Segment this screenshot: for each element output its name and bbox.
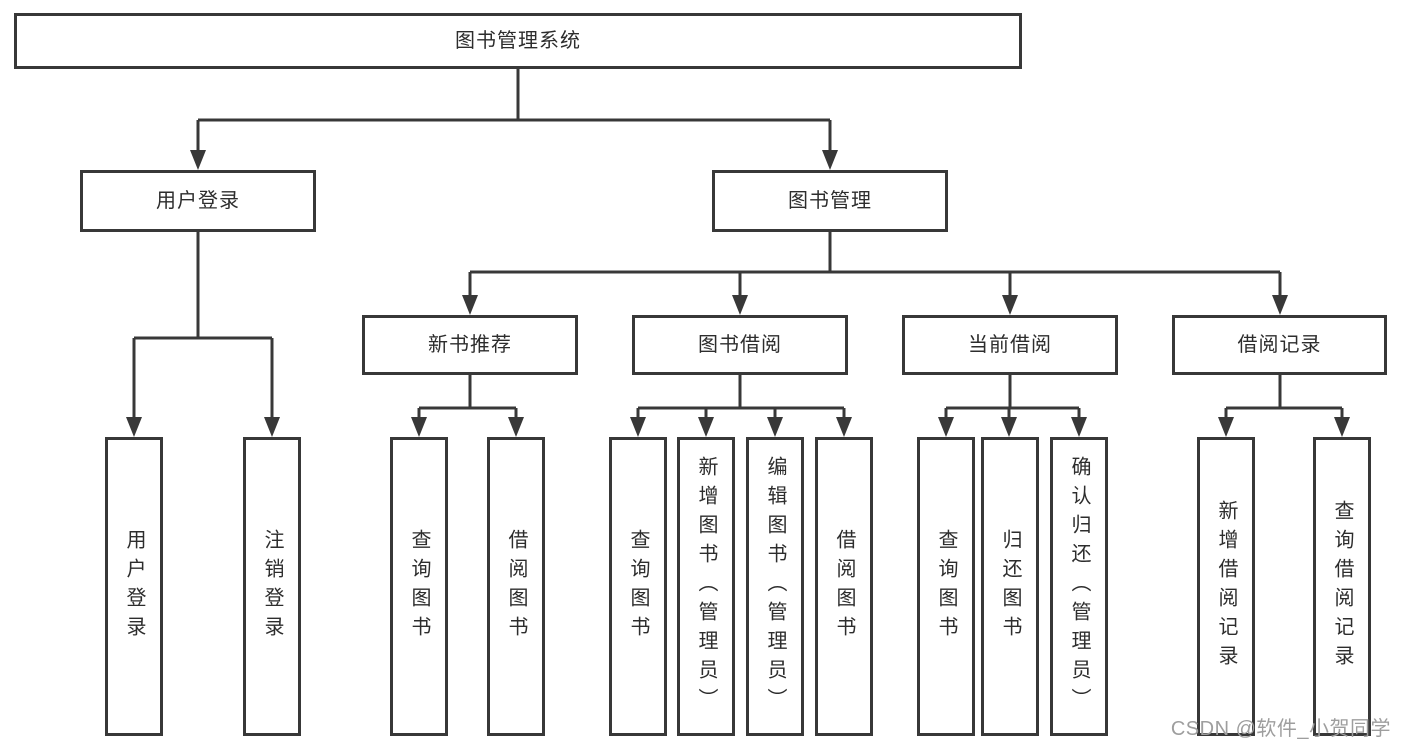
leaf-query-books-borrow: 查询图书 [609,437,667,736]
node-library-management-system: 图书管理系统 [14,13,1022,69]
node-book-management: 图书管理 [712,170,948,232]
leaf-add-book-admin: 新增图书（管理员） [677,437,735,736]
leaf-user-login: 用户登录 [105,437,163,736]
csdn-watermark: CSDN @软件_小贺同学 [1170,718,1391,740]
leaf-edit-book-admin: 编辑图书（管理员） [746,437,804,736]
node-user-login: 用户登录 [80,170,316,232]
leaf-add-borrow-record: 新增借阅记录 [1197,437,1255,736]
node-current-borrow: 当前借阅 [902,315,1118,375]
leaf-query-books-current: 查询图书 [917,437,975,736]
node-borrow-records: 借阅记录 [1172,315,1387,375]
leaf-query-books-recommend: 查询图书 [390,437,448,736]
node-new-book-recommend: 新书推荐 [362,315,578,375]
leaf-return-book: 归还图书 [981,437,1039,736]
node-book-borrow: 图书借阅 [632,315,848,375]
leaf-query-borrow-record: 查询借阅记录 [1313,437,1371,736]
leaf-borrow-book: 借阅图书 [815,437,873,736]
leaf-confirm-return-admin: 确认归还（管理员） [1050,437,1108,736]
leaf-borrow-book-recommend: 借阅图书 [487,437,545,736]
leaf-logout: 注销登录 [243,437,301,736]
